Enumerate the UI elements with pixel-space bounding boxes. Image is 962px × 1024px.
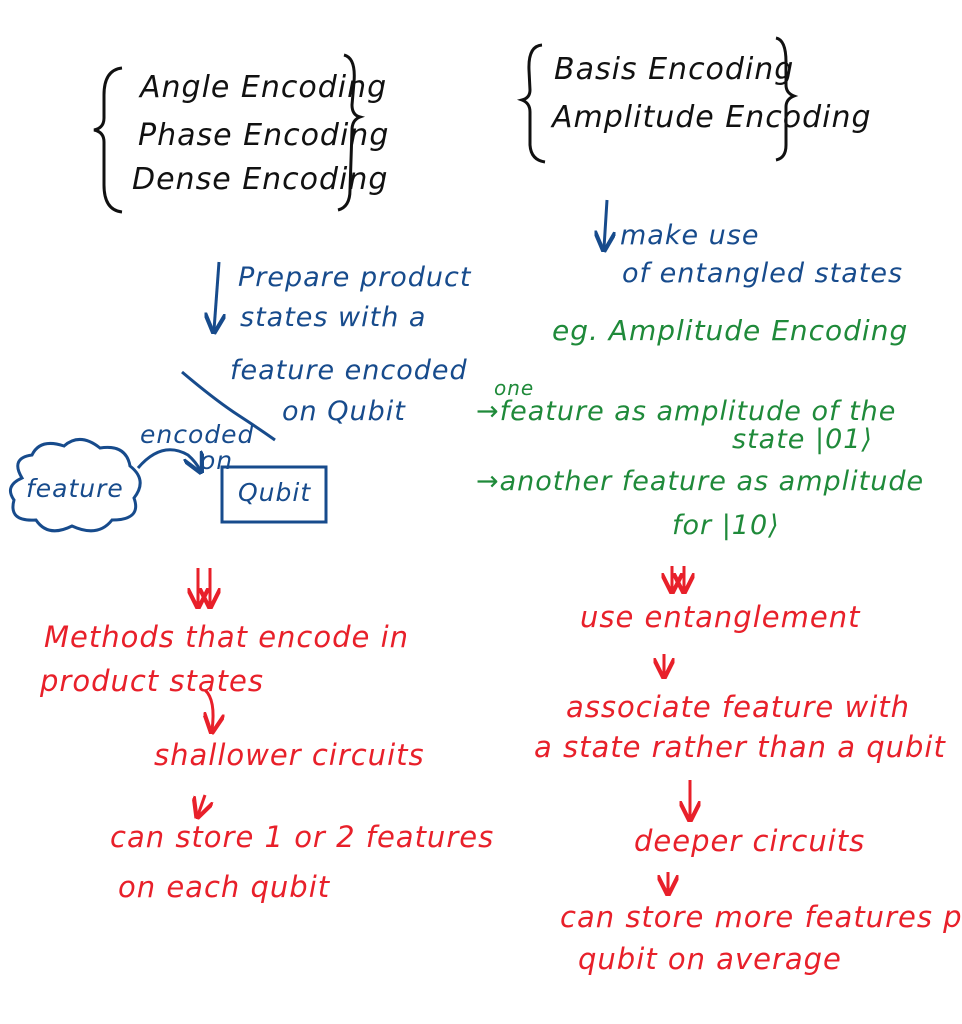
right-group-open-brace (516, 43, 546, 164)
left-red-line-3: shallower circuits (154, 738, 425, 772)
left-red-line-5: on each qubit (118, 870, 331, 904)
on-label: on (200, 446, 234, 475)
left-red-line-2: product states (40, 664, 264, 698)
basis-encoding-label: Basis Encoding (554, 52, 795, 87)
right-blue-down-arrow (604, 199, 607, 248)
angle-encoding-label: Angle Encoding (140, 70, 388, 105)
bullet-1-line-1: →feature as amplitude of the (476, 396, 897, 427)
qubit-box-label: Qubit (238, 478, 312, 507)
bullet-2-line-1: →another feature as amplitude (476, 466, 925, 497)
one-annotation: one (494, 376, 535, 400)
left-blue-down-arrow (214, 261, 219, 330)
dense-encoding-label: Dense Encoding (132, 162, 389, 197)
right-note-line-1: make use (620, 220, 760, 251)
left-note-line-3: feature encoded (230, 355, 468, 386)
left-red-arrow-3 (198, 794, 205, 815)
encoded-on-arrow (136, 448, 200, 470)
right-red-line-1: use entanglement (580, 600, 861, 634)
right-red-line-3: a state rather than a qubit (534, 730, 946, 764)
left-red-line-1: Methods that encode in (44, 620, 410, 654)
left-group-open-brace (93, 66, 123, 214)
right-red-line-6: qubit on average (578, 942, 842, 976)
feature-cloud-label: feature (26, 474, 124, 503)
feature-to-qubit-curve (181, 370, 276, 442)
left-group-close-brace (337, 53, 366, 212)
right-red-line-5: can store more features per (560, 900, 962, 934)
amplitude-encoding-label: Amplitude Encoding (552, 100, 872, 135)
bullet-1-line-2: state |01⟩ (732, 424, 873, 455)
phase-encoding-label: Phase Encoding (138, 118, 390, 153)
feature-cloud (8, 438, 142, 533)
left-note-line-2: states with a (240, 302, 427, 333)
left-note-line-1: Prepare product (238, 262, 472, 293)
example-heading: eg. Amplitude Encoding (552, 314, 909, 347)
qubit-box (220, 465, 328, 524)
right-group-close-brace (775, 36, 799, 162)
left-red-arrow-2 (205, 688, 213, 730)
bullet-2-line-2: for |10⟩ (672, 510, 780, 541)
left-note-line-4: on Qubit (282, 396, 406, 427)
right-note-line-2: of entangled states (622, 258, 904, 289)
right-red-line-4: deeper circuits (634, 824, 866, 858)
encoded-label: encoded (140, 420, 255, 449)
right-red-line-2: associate feature with (566, 690, 911, 724)
left-red-line-4: can store 1 or 2 features (110, 820, 495, 854)
